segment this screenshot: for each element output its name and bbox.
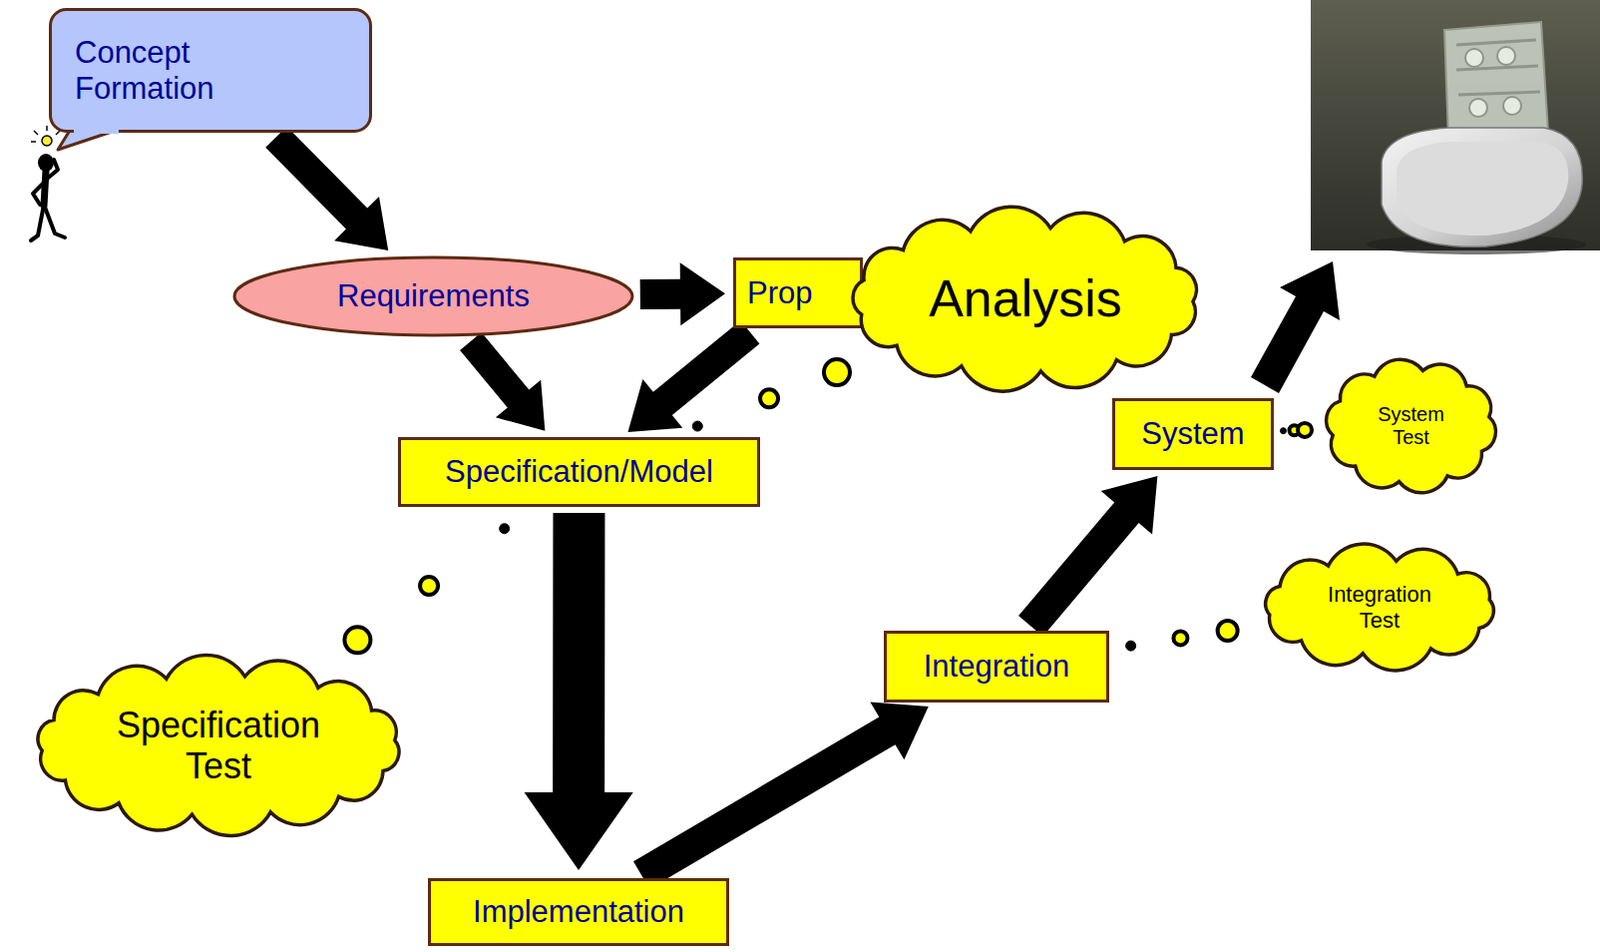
box-outline <box>400 438 760 506</box>
flow-arrow <box>1018 475 1158 637</box>
trail-dot <box>419 576 438 595</box>
thought-cloud: System Test <box>1316 352 1506 500</box>
text-block: System <box>1141 415 1244 452</box>
block-arrow <box>633 701 929 888</box>
box-outline <box>885 632 1109 702</box>
block-arrow <box>1250 261 1340 394</box>
node-label: Prop <box>747 275 812 312</box>
text-block: Analysis <box>928 269 1123 330</box>
trail-dot <box>1217 620 1238 641</box>
block-arrow <box>459 332 545 431</box>
ellipse-outline <box>234 257 633 336</box>
text-block: Specification/Model <box>444 453 714 490</box>
trail-dot <box>1297 422 1312 437</box>
thought-cloud: Integration Test <box>1246 545 1513 669</box>
process-box: Implementation <box>427 877 730 946</box>
trail-dot <box>1173 630 1188 645</box>
node-label: System <box>1141 415 1244 452</box>
flow-arrow <box>640 262 726 326</box>
text-block: Integration <box>923 648 1071 685</box>
process-box: Prop <box>733 257 863 329</box>
box-outline <box>1114 400 1273 469</box>
node-label: Implementation <box>472 893 685 930</box>
node-label: Analysis <box>928 269 1123 330</box>
process-box: Integration <box>883 630 1110 703</box>
thought-trail <box>1115 620 1246 651</box>
text-block: Integration Test <box>1314 581 1445 633</box>
bubble-outline <box>50 9 372 132</box>
trail-dot <box>1279 427 1286 434</box>
cloud-outline <box>852 206 1197 392</box>
node-label: Specification/Model <box>444 453 714 490</box>
thought-cloud: Analysis <box>825 204 1225 395</box>
process-box: Specification/Model <box>398 436 761 507</box>
thought-trail <box>675 359 864 435</box>
block-arrow <box>265 126 389 251</box>
flow-arrow <box>265 126 389 251</box>
pacemaker-photo <box>1310 0 1600 255</box>
thought-trail <box>1279 422 1312 437</box>
block-arrow <box>640 262 726 326</box>
flow-arrow <box>524 512 634 870</box>
text-block: System Test <box>1366 402 1457 449</box>
trail-dot <box>760 389 779 407</box>
cloud-outline <box>37 655 400 836</box>
trail-dot <box>344 626 371 653</box>
node-label: Integration Test <box>1314 581 1445 633</box>
cloud-outline <box>1265 543 1495 671</box>
flow-arrow <box>633 701 929 888</box>
trail-dot <box>692 420 703 431</box>
flow-arrow <box>459 332 545 431</box>
thought-trail <box>330 510 529 662</box>
block-arrow <box>1018 475 1158 637</box>
node-label: Concept Formation <box>74 34 265 106</box>
flow-arrow <box>627 320 760 432</box>
box-outline <box>735 259 862 328</box>
text-block: Requirements <box>337 278 530 315</box>
block-arrow <box>627 320 760 432</box>
node-label: Requirements <box>337 278 530 315</box>
node-label: Specification Test <box>83 704 354 788</box>
requirements-ellipse: Requirements <box>232 255 635 338</box>
thought-cloud: Specification Test <box>7 653 429 837</box>
cloud-outline <box>1326 359 1497 493</box>
speech-bubble: Concept Formation <box>48 7 373 133</box>
bubble-join <box>73 126 119 134</box>
trail-dot <box>499 523 510 534</box>
text-block: Specification Test <box>83 704 354 788</box>
text-block: Implementation <box>472 893 685 930</box>
block-arrow <box>524 512 634 870</box>
trail-path <box>330 510 529 662</box>
node-label: Integration <box>923 648 1071 685</box>
text-block: Concept Formation <box>74 34 265 106</box>
stick-figure <box>30 125 65 241</box>
trail-dot <box>1126 640 1137 651</box>
box-outline <box>429 879 729 945</box>
process-box: System <box>1112 398 1274 470</box>
text-block: Prop <box>747 275 812 312</box>
node-label: System Test <box>1366 402 1457 449</box>
trail-dot <box>823 359 850 386</box>
